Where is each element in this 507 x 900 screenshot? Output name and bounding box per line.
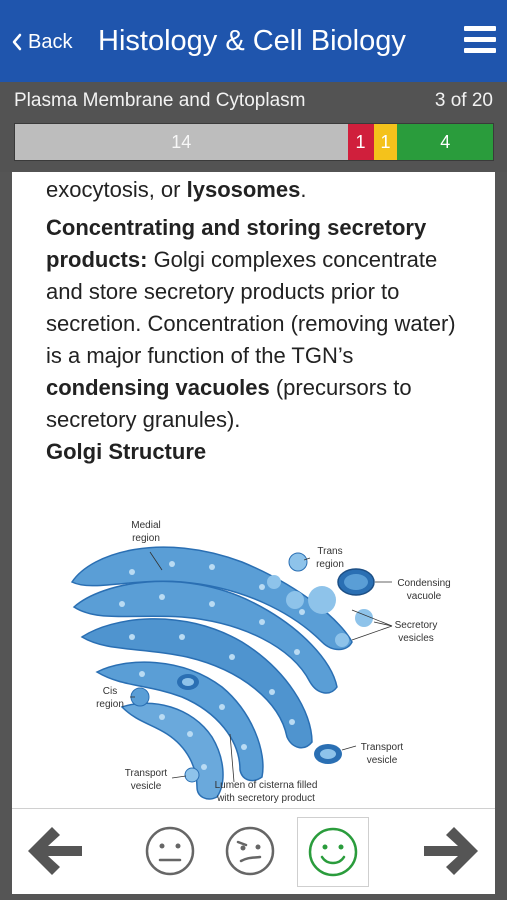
card-text: exocytosis, or lysosomes. Concentrating …	[46, 174, 466, 468]
section-heading: Golgi Structure	[46, 439, 207, 464]
page-title: Histology & Cell Biology	[98, 25, 406, 57]
progress-unsure: 1	[373, 124, 398, 160]
text-line: exocytosis, or lysosomes.	[46, 177, 307, 202]
smiley-face-icon	[308, 827, 358, 877]
arrow-right-icon[interactable]	[422, 823, 480, 879]
smiley-face-button[interactable]	[297, 817, 369, 887]
golgi-cisternae	[70, 546, 353, 800]
skeptical-face-icon[interactable]	[224, 825, 276, 877]
term-concentrating: Concentrating and storing secretory prod…	[46, 215, 427, 272]
card-position: 3 of 20	[434, 90, 493, 111]
progress-unseen: 14	[15, 124, 348, 160]
bottom-toolbar	[12, 808, 495, 894]
hamburger-menu-icon[interactable]	[464, 26, 496, 54]
neutral-face-icon[interactable]	[144, 825, 196, 877]
term-lysosomes: lysosomes	[186, 177, 301, 202]
progress-wrong: 1	[347, 124, 374, 160]
flashcard[interactable]: exocytosis, or lysosomes. Concentrating …	[12, 172, 495, 808]
top-nav-bar: Back Histology & Cell Biology	[0, 0, 507, 82]
progress-correct: 4	[397, 124, 493, 160]
vesicles	[130, 552, 375, 783]
chapter-bar: Plasma Membrane and Cytoplasm 3 of 20 14…	[0, 82, 507, 172]
back-button[interactable]: Back	[12, 28, 72, 56]
term-condensing-vacuoles: condensing vacuoles	[46, 375, 270, 400]
arrow-left-icon[interactable]	[26, 823, 84, 879]
back-label: Back	[28, 30, 73, 53]
chevron-left-icon	[12, 33, 22, 51]
section-title: Plasma Membrane and Cytoplasm	[14, 90, 306, 111]
text-paragraph: Concentrating and storing secretory prod…	[46, 215, 456, 432]
